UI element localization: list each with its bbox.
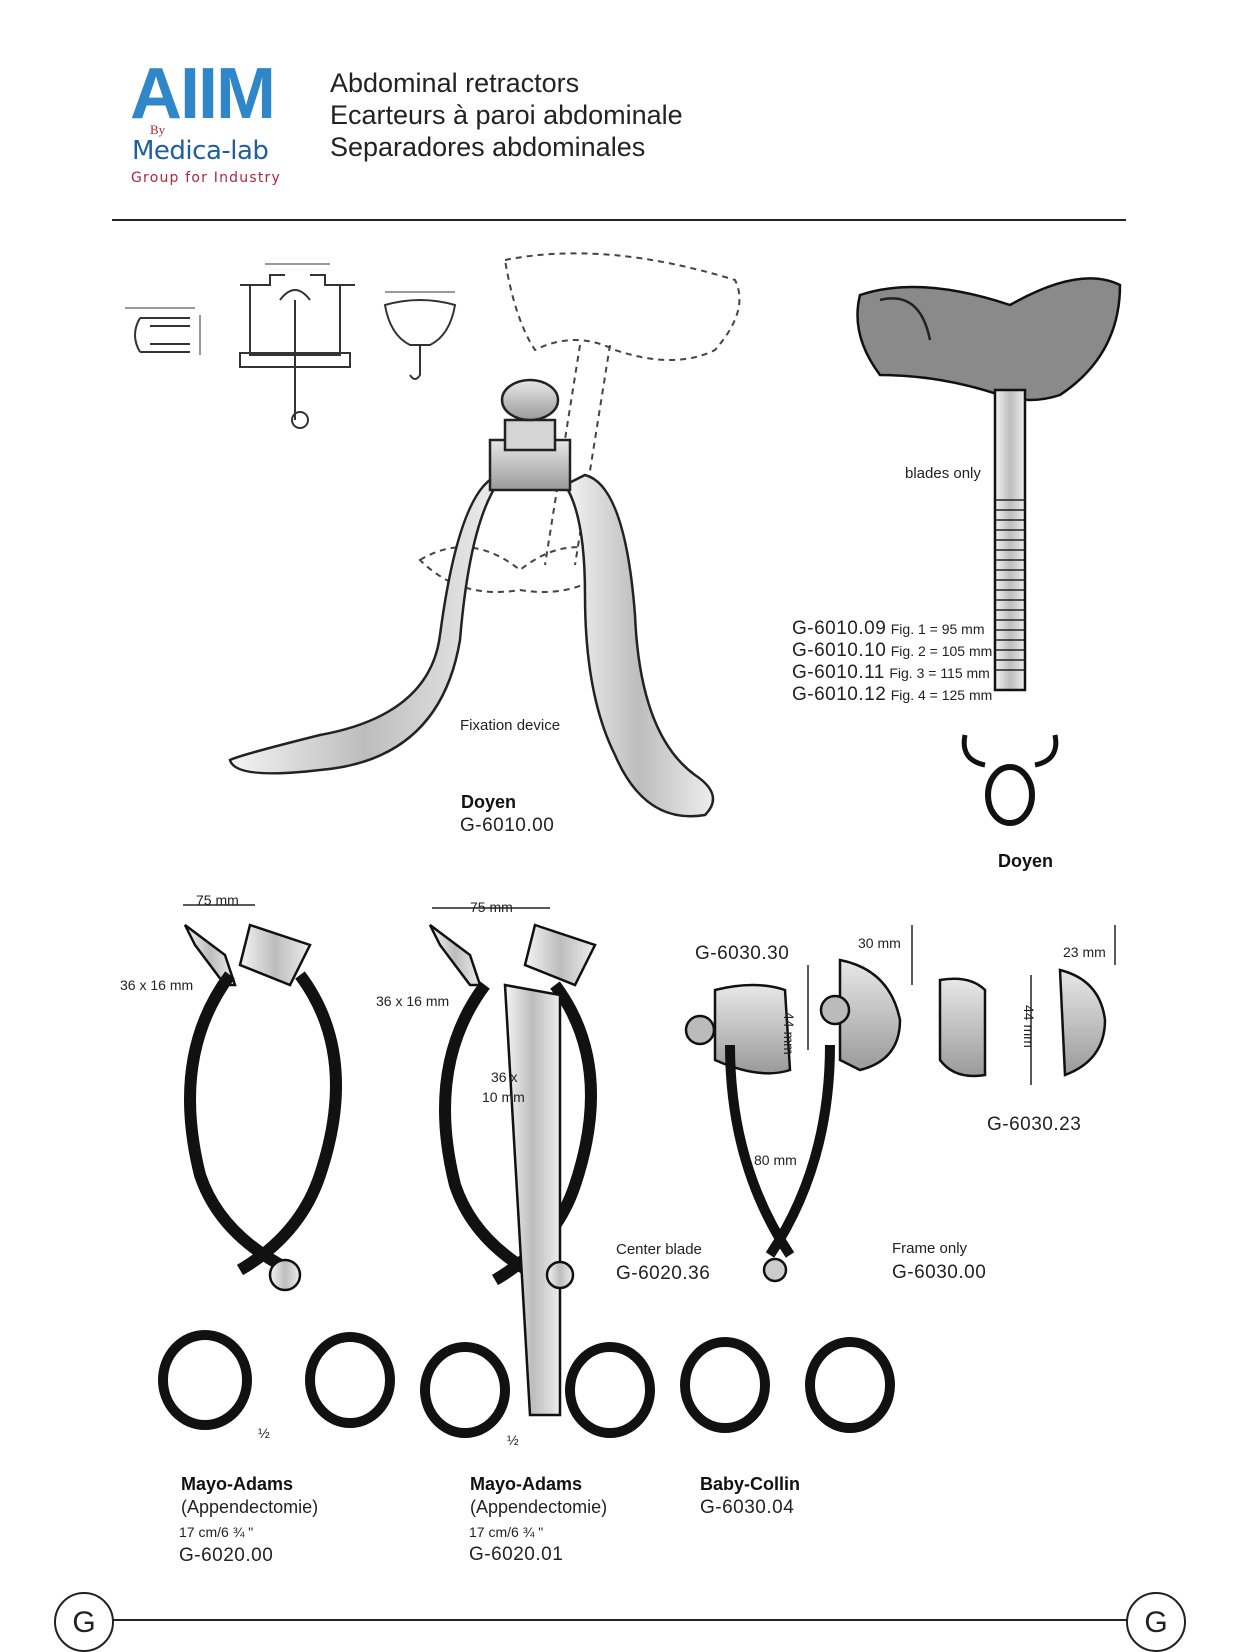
spec-row: G-6010.10 Fig. 2 = 105 mm: [792, 640, 992, 662]
blade-code-23: G-6030.23: [987, 1114, 1082, 1135]
doyen-blade-name: Doyen: [998, 851, 1054, 871]
spec-fig: Fig. 1 = 95 mm: [890, 621, 985, 637]
blade-diagram-side: [125, 307, 201, 355]
blade-diagram-front: [383, 291, 457, 380]
fixation-device-label: Fixation device: [460, 717, 561, 734]
brand-logo: AIIM: [130, 54, 276, 134]
baby-collin-code: G-6030.04: [700, 1497, 795, 1518]
mayo2-size: 17 cm/6 ¾ ": [469, 1524, 544, 1540]
footer-divider: [113, 1619, 1127, 1621]
mayo1-subtitle: (Appendectomie): [181, 1497, 319, 1517]
blade-height-23: 44 mm: [1021, 1005, 1037, 1048]
mayo2-name: Mayo-Adams: [470, 1474, 583, 1494]
footer-section-left: G: [54, 1592, 114, 1652]
brand-tagline: Group for Industry: [131, 170, 281, 186]
spec-code: G-6010.10: [792, 640, 887, 661]
baby-collin-retractor: [680, 958, 1107, 1433]
spec-fig: Fig. 4 = 125 mm: [890, 687, 993, 703]
spec-row: G-6010.11 Fig. 3 = 115 mm: [792, 662, 992, 684]
title-spanish: Separadores abdominales: [330, 132, 646, 162]
blade-width-23: 23 mm: [1063, 944, 1106, 960]
mayo2-subtitle: (Appendectomie): [470, 1497, 608, 1517]
spec-fig: Fig. 3 = 115 mm: [889, 665, 990, 681]
mayo-adams-retractor-1: [158, 923, 395, 1430]
mayo-adams-retractor-2: [420, 923, 655, 1438]
spec-fig: Fig. 2 = 105 mm: [890, 643, 993, 659]
mayo2-blade-size: 36 x 16 mm: [376, 993, 450, 1009]
mayo1-code: G-6020.00: [179, 1545, 274, 1566]
mayo2-scale: ½: [507, 1432, 519, 1448]
mayo1-name: Mayo-Adams: [181, 1474, 294, 1494]
spec-row: G-6010.12 Fig. 4 = 125 mm: [792, 684, 992, 706]
mayo2-center-dim-2: 10 mm: [482, 1089, 525, 1105]
mayo1-size: 17 cm/6 ¾ ": [179, 1524, 254, 1540]
mayo1-width: 75 mm: [196, 892, 239, 908]
spec-row: G-6010.09 Fig. 1 = 95 mm: [792, 618, 992, 640]
baby-collin-name: Baby-Collin: [700, 1474, 801, 1494]
blade-code-30: G-6030.30: [695, 943, 790, 964]
spec-code: G-6010.12: [792, 684, 887, 705]
footer-section-right: G: [1126, 1592, 1186, 1652]
frame-only-code: G-6030.00: [892, 1262, 987, 1283]
doyen-frame: [228, 378, 715, 818]
title-french: Ecarteurs à paroi abdominale: [330, 100, 683, 130]
blade-height-30: 44 mm: [781, 1012, 797, 1055]
spread-dimension: 80 mm: [754, 1152, 797, 1168]
mayo1-blade-size: 36 x 16 mm: [120, 977, 194, 993]
spec-code: G-6010.09: [792, 618, 887, 639]
spec-code: G-6010.11: [792, 662, 885, 683]
header-divider: [112, 219, 1126, 221]
mayo2-center-dim-1: 36 x: [491, 1069, 518, 1085]
center-blade-code: G-6020.36: [616, 1263, 711, 1284]
brand-logo-by: By: [150, 122, 166, 137]
frame-diagram: [239, 263, 355, 429]
mayo1-scale: ½: [258, 1425, 270, 1441]
brand-logo-sub: Medica-lab: [132, 136, 269, 166]
center-blade-label: Center blade: [616, 1241, 702, 1258]
blade-width-30: 30 mm: [858, 935, 901, 951]
doyen-frame-name: Doyen: [461, 792, 517, 812]
dimension-lines: [183, 904, 1116, 1085]
title-english: Abdominal retractors: [330, 68, 580, 98]
doyen-blade-spec-list: G-6010.09 Fig. 1 = 95 mm G-6010.10 Fig. …: [792, 618, 992, 706]
doyen-blade: [856, 277, 1122, 826]
mayo2-width: 75 mm: [470, 899, 513, 915]
mayo2-code: G-6020.01: [469, 1544, 564, 1565]
frame-only-label: Frame only: [892, 1240, 968, 1257]
doyen-frame-code: G-6010.00: [460, 815, 555, 836]
blades-only-label: blades only: [905, 465, 981, 482]
